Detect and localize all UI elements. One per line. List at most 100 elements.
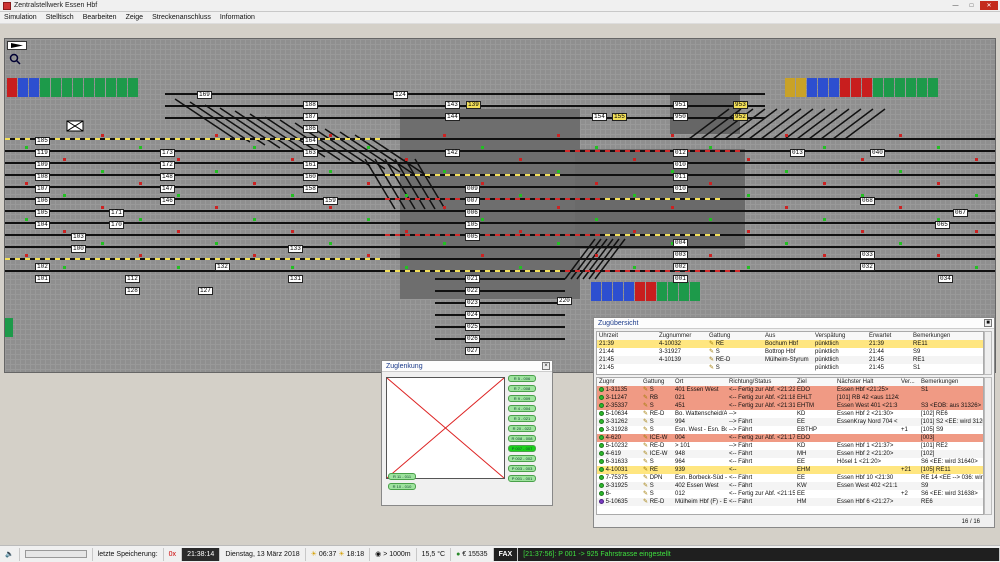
route-button[interactable]: R 9 - 009 (508, 395, 536, 402)
block-label[interactable]: 034 (938, 275, 953, 283)
block-label[interactable]: 159 (323, 197, 338, 205)
block-label[interactable]: 100 (71, 245, 86, 253)
block-label[interactable]: 065 (935, 221, 950, 229)
column-header[interactable]: Ziel (795, 378, 835, 386)
pencil-icon[interactable]: ✎ (643, 483, 650, 489)
block-label[interactable]: 128 (125, 287, 140, 295)
column-header[interactable]: Erwartet (867, 332, 911, 340)
menu-streckenanschluss[interactable]: Streckenanschluss (152, 14, 211, 21)
column-header[interactable]: Ort (673, 378, 727, 386)
block-label[interactable]: 010 (673, 185, 688, 193)
block-label[interactable]: 154 (592, 113, 607, 121)
route-button[interactable]: P 003 - 003 (508, 465, 536, 472)
block-label[interactable]: 186 (303, 125, 318, 133)
pencil-icon[interactable]: ✎ (643, 475, 650, 481)
block-label[interactable]: 108 (35, 173, 50, 181)
block-label[interactable]: 006 (465, 209, 480, 217)
block-label[interactable]: 953 (733, 101, 748, 109)
pencil-icon[interactable]: ✎ (643, 459, 650, 465)
signal-panel-right[interactable] (785, 78, 938, 97)
block-label[interactable]: 132 (215, 263, 230, 271)
pencil-icon[interactable]: ✎ (643, 419, 650, 425)
block-label[interactable]: 022 (465, 287, 480, 295)
block-label[interactable]: 172 (160, 161, 175, 169)
block-label[interactable]: 040 (870, 149, 885, 157)
block-label[interactable]: 105 (465, 221, 480, 229)
column-header[interactable]: Bemerkungen (919, 378, 983, 386)
play-button[interactable] (7, 41, 27, 50)
pencil-icon[interactable]: ✎ (643, 403, 650, 409)
route-button[interactable]: R 10 - 010 (388, 483, 416, 490)
route-button[interactable]: P 001 - 001 (508, 475, 536, 482)
block-label[interactable]: 158 (303, 185, 318, 193)
column-header[interactable]: Bemerkungen (911, 332, 983, 340)
block-label[interactable]: 012 (673, 149, 688, 157)
block-label[interactable]: 173 (160, 149, 175, 157)
route-button[interactable]: R 008 - 008 (508, 435, 536, 442)
block-label[interactable]: 007 (465, 197, 480, 205)
column-header[interactable]: Nächster Halt (835, 378, 899, 386)
column-header[interactable]: Gattung (707, 332, 763, 340)
block-label[interactable]: 163 (303, 149, 318, 157)
table-row[interactable]: 5-10634✎ RE-DBo. Wattenscheid/Abf.-->KDE… (597, 410, 983, 418)
block-label[interactable]: 112 (125, 275, 140, 283)
block-label[interactable]: 133 (288, 245, 303, 253)
pencil-icon[interactable]: ✎ (643, 491, 650, 497)
route-button[interactable]: R 4 - 004 (508, 405, 536, 412)
block-label[interactable]: 105 (35, 209, 50, 217)
column-header[interactable]: Aus (763, 332, 813, 340)
block-label[interactable]: 104 (35, 221, 50, 229)
block-label[interactable]: 188 (303, 101, 318, 109)
block-label[interactable]: 001 (673, 275, 688, 283)
block-label[interactable]: 127 (198, 287, 213, 295)
block-label[interactable]: 155 (612, 113, 627, 121)
route-button[interactable]: R 11 - 011 (388, 473, 416, 480)
pencil-icon[interactable]: ✎ (643, 395, 650, 401)
block-label[interactable]: 170 (109, 221, 124, 229)
block-label[interactable]: 119 (35, 149, 50, 157)
pencil-icon[interactable]: ✎ (643, 467, 650, 473)
block-label[interactable]: 169 (197, 91, 212, 99)
signal-panel-left[interactable] (7, 78, 138, 97)
pencil-icon[interactable]: ✎ (709, 365, 716, 371)
column-header[interactable]: Zugnummer (657, 332, 707, 340)
block-label[interactable]: 004 (673, 239, 688, 247)
block-label[interactable]: 023 (465, 299, 480, 307)
minimize-icon[interactable]: — (952, 2, 959, 9)
pencil-icon[interactable]: ✎ (709, 341, 716, 347)
close-icon[interactable]: ✕ (980, 1, 998, 10)
block-label[interactable]: 009 (465, 185, 480, 193)
block-label[interactable]: 161 (303, 161, 318, 169)
fax-button[interactable]: FAX (493, 547, 519, 561)
block-label[interactable]: 146 (160, 197, 175, 205)
route-button[interactable]: R 7 - 008 (508, 385, 536, 392)
menu-stelltisch[interactable]: Stelltisch (45, 14, 74, 21)
block-label[interactable]: 171 (109, 209, 124, 217)
block-label[interactable]: 067 (953, 209, 968, 217)
close-icon[interactable]: × (542, 362, 550, 370)
block-label[interactable]: 220 (557, 297, 572, 305)
block-label[interactable]: 143 (445, 101, 460, 109)
column-header[interactable]: Uhrzeit (597, 332, 657, 340)
column-header[interactable]: Verspätung (813, 332, 867, 340)
route-button[interactable]: R 3 - 021 (508, 415, 536, 422)
block-label[interactable]: 021 (465, 275, 480, 283)
pencil-icon[interactable]: ✎ (643, 387, 650, 393)
block-label[interactable]: 109 (35, 161, 50, 169)
block-label[interactable]: 002 (673, 263, 688, 271)
block-label[interactable]: 032 (860, 263, 875, 271)
menu-simulation[interactable]: Simulation (4, 14, 37, 21)
block-label[interactable]: 026 (465, 335, 480, 343)
